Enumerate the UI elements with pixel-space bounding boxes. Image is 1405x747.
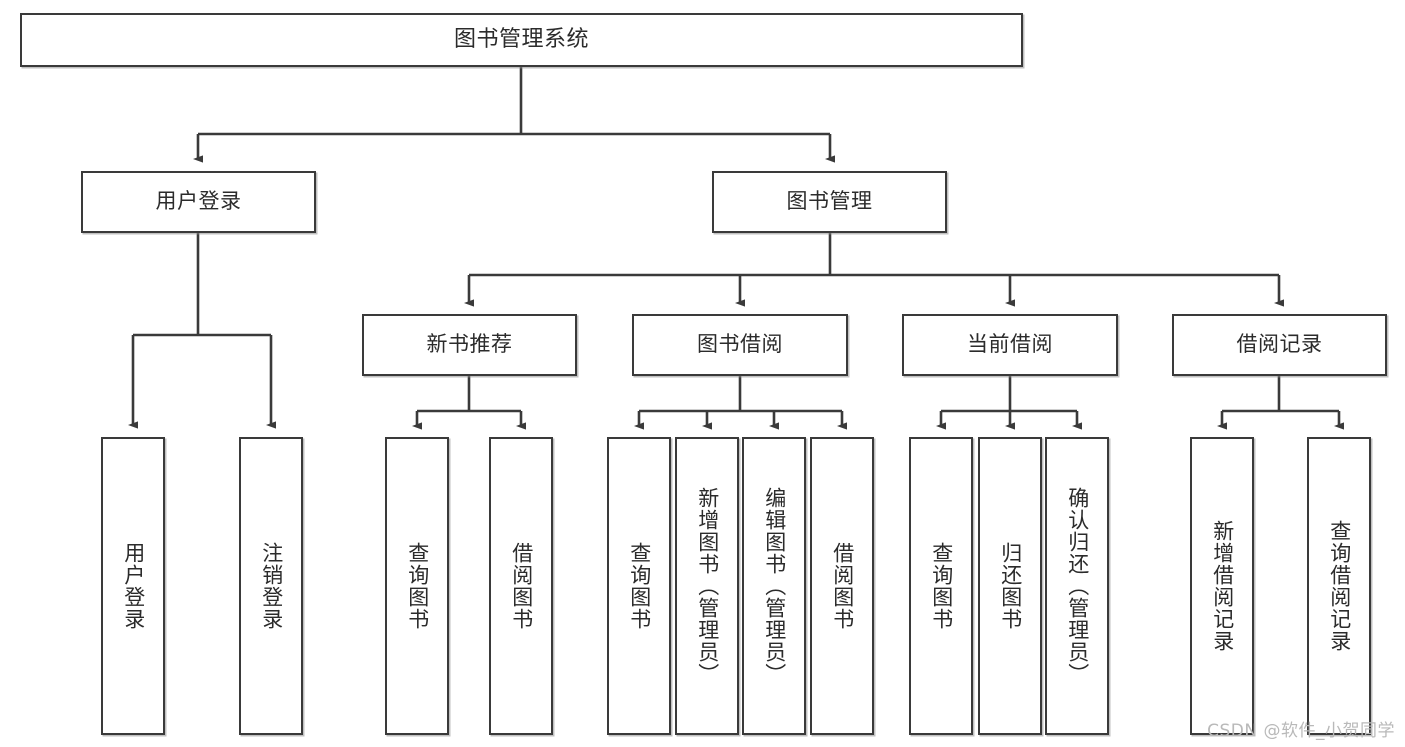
node-label: 借阅图书 [830,542,855,630]
node-book-management[interactable]: 图书管理 [712,171,947,233]
node-label: 归还图书 [998,542,1023,630]
leaf-return-book[interactable]: 归还图书 [978,437,1042,735]
node-label: 当前借阅 [967,332,1053,357]
node-root-system[interactable]: 图书管理系统 [20,13,1023,67]
leaf-add-book-admin[interactable]: 新增图书（管理员） [675,437,739,735]
leaf-logout-login[interactable]: 注销登录 [239,437,303,735]
csdn-watermark: CSDN @软件_小贺同学 [1207,721,1395,741]
node-label: 用户登录 [155,189,242,214]
node-label: 查询借阅记录 [1327,520,1352,652]
leaf-borrow-book-recommend[interactable]: 借阅图书 [489,437,553,735]
leaf-user-login[interactable]: 用户登录 [101,437,165,735]
node-book-borrow[interactable]: 图书借阅 [632,314,848,376]
node-label: 查询图书 [627,542,652,630]
leaf-query-borrow-record[interactable]: 查询借阅记录 [1307,437,1371,735]
node-label: 新书推荐 [426,332,513,357]
node-label: 编辑图书（管理员） [762,487,787,685]
leaf-query-book-current[interactable]: 查询图书 [909,437,973,735]
node-label: 新增图书（管理员） [695,487,720,685]
node-label: 查询图书 [929,542,954,630]
node-label: 确认归还（管理员） [1065,487,1090,685]
leaf-add-borrow-record[interactable]: 新增借阅记录 [1190,437,1254,735]
leaf-confirm-return-admin[interactable]: 确认归还（管理员） [1045,437,1109,735]
node-label: 注销登录 [259,542,284,630]
node-label: 图书借阅 [697,332,783,357]
node-label: 新增借阅记录 [1210,520,1235,652]
node-label: 借阅图书 [509,542,534,630]
node-label: 图书管理系统 [453,26,589,52]
node-label: 用户登录 [121,542,146,630]
leaf-query-book-borrow[interactable]: 查询图书 [607,437,671,735]
leaf-borrow-book[interactable]: 借阅图书 [810,437,874,735]
node-borrow-record[interactable]: 借阅记录 [1172,314,1387,376]
leaf-query-book-recommend[interactable]: 查询图书 [385,437,449,735]
node-current-borrow[interactable]: 当前借阅 [902,314,1118,376]
node-label: 查询图书 [405,542,430,630]
node-label: 图书管理 [786,189,873,214]
node-new-book-recommend[interactable]: 新书推荐 [362,314,577,376]
node-label: 借阅记录 [1236,332,1323,357]
node-user-login[interactable]: 用户登录 [81,171,316,233]
leaf-edit-book-admin[interactable]: 编辑图书（管理员） [742,437,806,735]
